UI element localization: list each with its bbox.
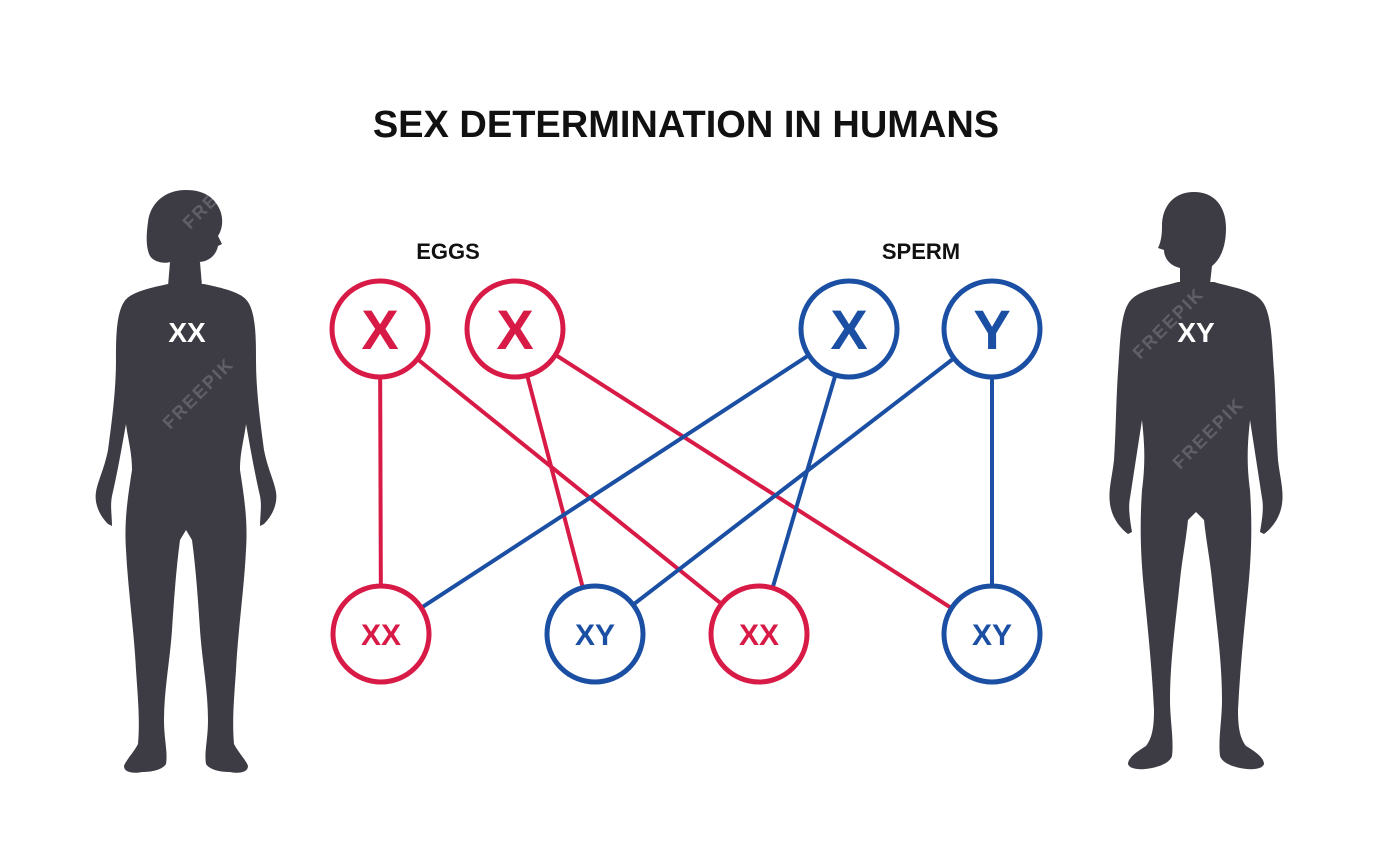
offspring-genotype-label: XY (972, 619, 1012, 652)
man-head (1158, 192, 1226, 284)
connection-line (416, 357, 723, 606)
offspring-genotype-label: XY (575, 619, 615, 652)
offspring-cell: XY (544, 583, 646, 685)
connection-line (378, 376, 383, 587)
sperm-cell-circle (941, 278, 1043, 380)
offspring-cell: XX (708, 583, 810, 685)
sperm-cell: Y (941, 278, 1043, 380)
offspring-cell: XY (941, 583, 1043, 685)
offspring-circle (330, 583, 432, 685)
offspring-cell: XX (330, 583, 432, 685)
connection-lines (378, 353, 994, 610)
egg-cell: X (329, 278, 431, 380)
connection-line (631, 356, 956, 607)
offspring-genotype-label: XX (361, 619, 401, 652)
gametes: X X X Y (329, 278, 1043, 380)
man-chromosome-label: XY (1177, 317, 1215, 348)
egg-cell-circle (329, 278, 431, 380)
man-body (1109, 282, 1283, 770)
woman-body (95, 284, 277, 773)
egg-cell: X (464, 278, 566, 380)
woman-neck (168, 262, 202, 286)
sperm-chromosome-label: X (830, 298, 867, 361)
woman-silhouette (95, 190, 277, 773)
sperm-chromosome-label: Y (973, 298, 1010, 361)
egg-chromosome-label: X (361, 298, 398, 361)
connection-line (525, 374, 585, 589)
sperm-cell: X (798, 278, 900, 380)
offspring-circle (544, 583, 646, 685)
sperm-cell-circle (798, 278, 900, 380)
offspring-genotype-label: XX (739, 619, 779, 652)
connection-line (420, 353, 810, 610)
woman-chromosome-label: XX (168, 317, 206, 348)
page-title: SEX DETERMINATION IN HUMANS (373, 104, 999, 146)
offspring-circle (941, 583, 1043, 685)
man-silhouette (1109, 192, 1283, 770)
egg-chromosome-label: X (496, 298, 533, 361)
connection-line (770, 374, 838, 589)
woman-head (146, 190, 223, 276)
offspring: XX XY XX XY (330, 583, 1043, 685)
egg-cell-circle (464, 278, 566, 380)
eggs-label: EGGS (416, 239, 480, 264)
offspring-circle (708, 583, 810, 685)
sperm-label: SPERM (882, 239, 960, 264)
connection-line (554, 353, 953, 610)
